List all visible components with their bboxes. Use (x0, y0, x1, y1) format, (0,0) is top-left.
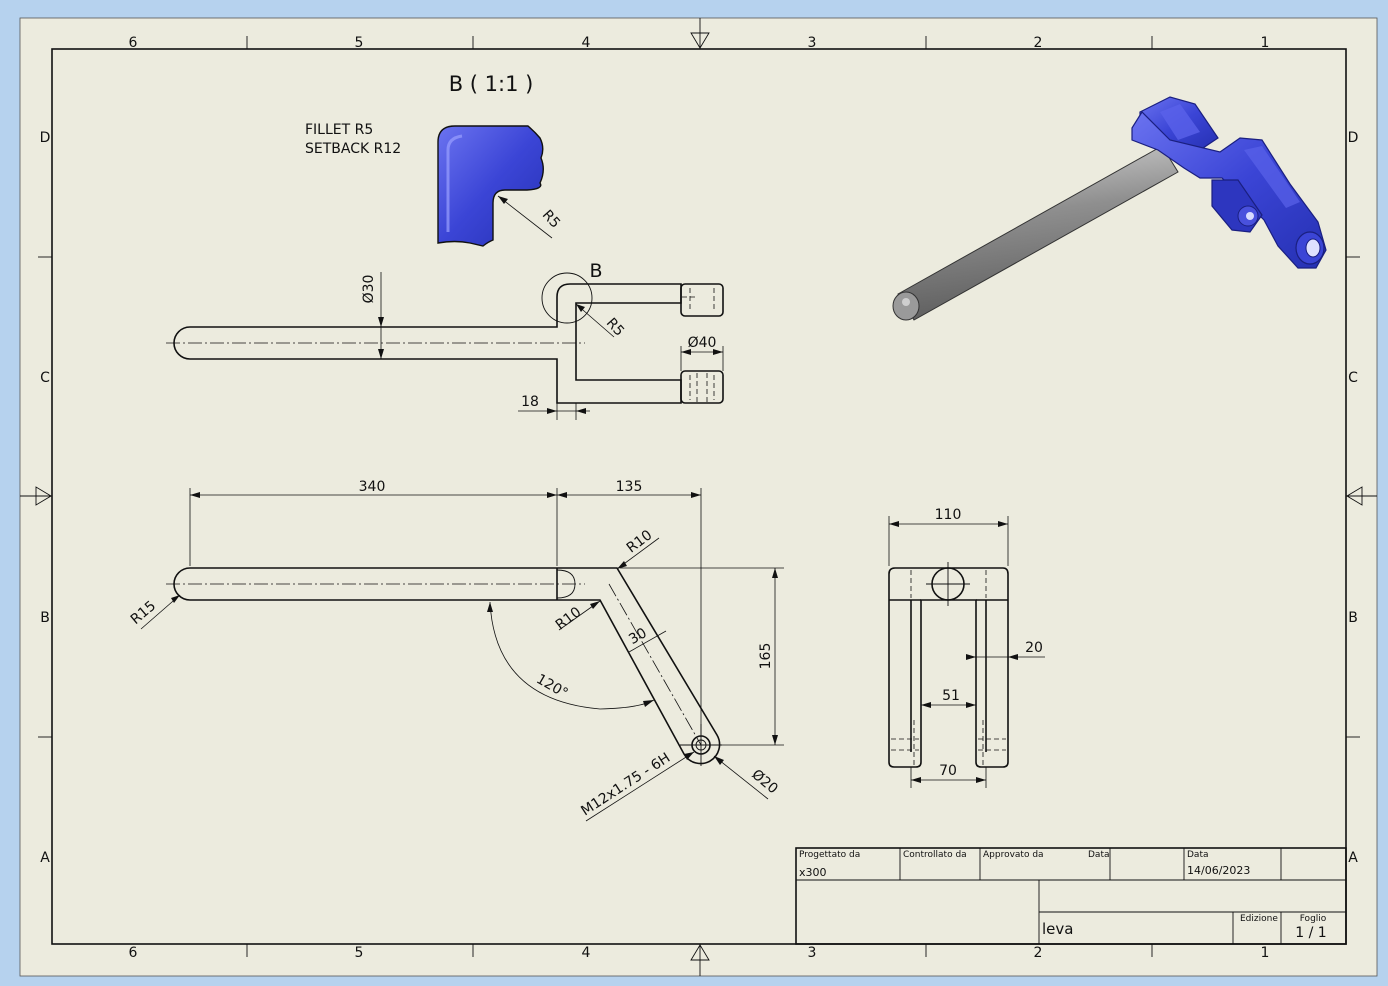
dim-top-dia40: Ø40 (688, 335, 717, 351)
dim-side-20: 20 (1025, 640, 1043, 656)
isometric-view (892, 96, 1327, 321)
zone-letter: D (40, 130, 51, 146)
zone-number: 3 (808, 35, 817, 51)
iso-lever-body (1131, 111, 1327, 269)
dim-side-70: 70 (939, 763, 957, 779)
title-block: Progettato da x300 Controllato da Approv… (795, 847, 1347, 945)
drawing-frame (51, 48, 1347, 945)
detail-callout-label: B (589, 260, 602, 282)
zone-letter: C (40, 370, 50, 386)
date-label: Data (1187, 850, 1209, 860)
zone-number: 6 (129, 945, 138, 961)
zone-number: 4 (582, 945, 591, 961)
zone-number: 2 (1034, 945, 1043, 961)
zone-letter: B (1348, 610, 1358, 626)
detail-note-fillet: FILLET R5 (305, 122, 373, 138)
detail-view-b: B ( 1:1 ) FILLET R5 SETBACK R12 R5 (305, 72, 563, 247)
top-view: B Ø30 R5 Ø40 18 (166, 260, 724, 420)
dim-front-165: 165 (758, 643, 774, 670)
centering-marks (20, 18, 1377, 976)
border-numbers: 6 5 4 3 2 1 6 5 4 3 2 1 (129, 35, 1270, 961)
zone-number: 5 (355, 945, 364, 961)
paper (19, 17, 1378, 977)
sheet-label: Foglio (1300, 914, 1327, 924)
zone-letter: A (40, 850, 50, 866)
detail-fillet-shape (437, 125, 544, 247)
top-view-outline (173, 283, 682, 404)
zone-ticks (38, 36, 1360, 957)
zone-number: 5 (355, 35, 364, 51)
dim-side-51: 51 (942, 688, 960, 704)
detail-note-setback: SETBACK R12 (305, 141, 401, 157)
sheet-value: 1 / 1 (1295, 925, 1326, 941)
approval-date-label: Data (1088, 850, 1110, 860)
zone-letter: B (40, 610, 50, 626)
dim-top-dia30: Ø30 (361, 275, 377, 304)
zone-number: 2 (1034, 35, 1043, 51)
part-name: leva (1042, 920, 1073, 938)
top-boss-upper (680, 283, 724, 317)
zone-number: 1 (1261, 945, 1270, 961)
zone-letter: A (1348, 850, 1358, 866)
zone-letter: C (1348, 370, 1358, 386)
zone-number: 4 (582, 35, 591, 51)
zone-number: 1 (1261, 35, 1270, 51)
zone-number: 6 (129, 35, 138, 51)
dim-side-110: 110 (935, 507, 962, 523)
approved-by-label: Approvato da (983, 850, 1044, 860)
detail-callout-circle (541, 272, 593, 324)
dim-front-30: 30 (626, 625, 649, 648)
top-boss-lower (680, 370, 724, 404)
detail-view-title: B ( 1:1 ) (449, 72, 534, 96)
dim-front-340: 340 (359, 479, 386, 495)
checked-by-label: Controllato da (903, 850, 967, 860)
side-view: 110 20 51 70 (888, 507, 1045, 788)
zone-number: 3 (808, 945, 817, 961)
date-value: 14/06/2023 (1187, 864, 1250, 877)
edition-label: Edizione (1240, 914, 1278, 924)
designed-by-value: x300 (799, 866, 827, 879)
designed-by-label: Progettato da (799, 850, 860, 860)
dim-front-135: 135 (616, 479, 643, 495)
border-letters: D C B A D C B A (40, 130, 1359, 866)
zone-letter: D (1348, 130, 1359, 146)
dim-top-18: 18 (521, 394, 539, 410)
